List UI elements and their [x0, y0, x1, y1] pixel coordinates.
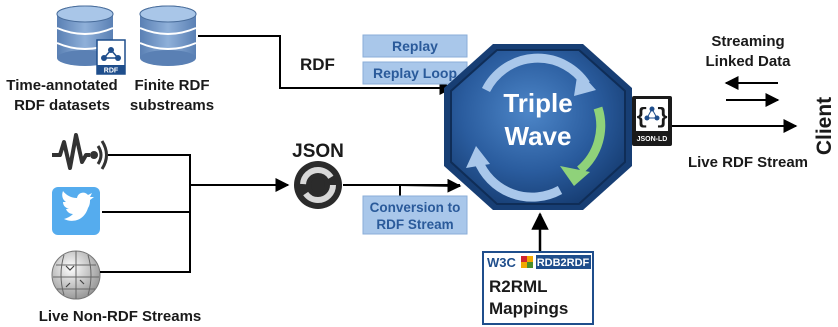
- finite-substreams-database-icon: [139, 5, 197, 66]
- wikipedia-globe-icon: [51, 250, 101, 300]
- jsonld-badge-text: JSON-LD: [637, 136, 668, 143]
- svg-text:}: }: [656, 105, 669, 130]
- triplewave-title-line1: Triple: [503, 88, 572, 118]
- rdf-logo-icon: RDF: [96, 39, 126, 75]
- rdf-label: RDF: [300, 55, 335, 74]
- r2rml-label-line2: Mappings: [489, 299, 568, 318]
- replay-loop-label: Replay Loop: [373, 65, 457, 81]
- r2rml-label-line1: R2RML: [489, 277, 548, 296]
- replay-loop-box: Replay Loop: [362, 61, 468, 85]
- json-logo-icon: [294, 161, 342, 209]
- conversion-label-line2: RDF Stream: [376, 217, 453, 232]
- time-annotated-database-icon: [56, 5, 114, 66]
- conversion-box: Conversion to RDF Stream: [362, 195, 468, 235]
- triplewave-title-line2: Wave: [505, 121, 572, 151]
- replay-box: Replay: [362, 34, 468, 58]
- replay-label: Replay: [392, 38, 438, 54]
- streaming-linked-data-line1: Streaming: [711, 33, 784, 50]
- finite-substreams-label-line1: Finite RDF: [135, 77, 210, 94]
- client-label: Client: [813, 97, 836, 155]
- svg-text:{: {: [635, 105, 648, 130]
- rdf-input-arrow: [198, 35, 454, 95]
- time-annotated-label-line1: Time-annotated: [6, 77, 117, 94]
- live-rdf-stream-label: Live RDF Stream: [688, 154, 808, 171]
- json-label: JSON: [292, 141, 344, 162]
- json-to-core-arrow: [399, 178, 462, 193]
- rdb2rdf-label: RDB2RDF: [537, 257, 590, 269]
- w3c-label: W3C: [487, 255, 517, 270]
- jsonld-logo-icon: { } JSON-LD: [632, 96, 672, 146]
- finite-substreams-label-line2: substreams: [130, 97, 214, 114]
- rdf-badge-text: RDF: [104, 68, 119, 75]
- twitter-bird-icon: [52, 187, 100, 235]
- wireless-sensor-icon: [52, 133, 108, 170]
- r2rml-mappings-box: W3C RDB2RDF R2RML Mappings: [482, 251, 594, 325]
- w3c-logo-icon: W3C: [487, 255, 533, 270]
- conversion-label-line1: Conversion to: [370, 200, 461, 215]
- streaming-linked-data-line2: Linked Data: [705, 53, 791, 70]
- live-non-rdf-streams-label: Live Non-RDF Streams: [39, 308, 202, 325]
- non-rdf-join-lines: [100, 154, 288, 273]
- triplewave-engine-icon: Triple Wave: [444, 44, 632, 210]
- time-annotated-label-line2: RDF datasets: [14, 97, 110, 114]
